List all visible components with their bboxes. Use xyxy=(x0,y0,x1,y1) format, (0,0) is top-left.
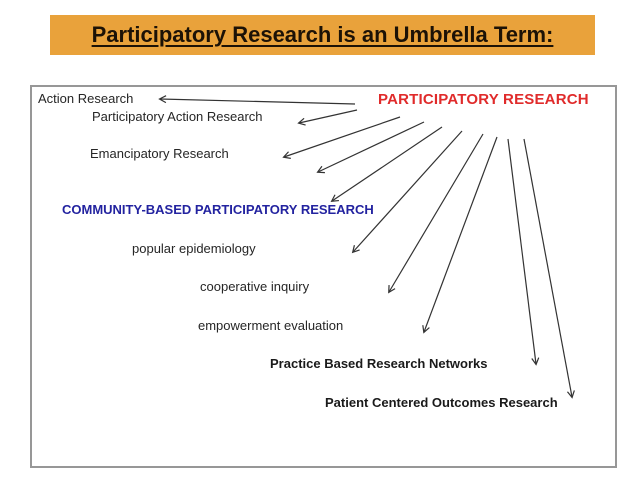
label-community-based-participatory-research: COMMUNITY-BASED PARTICIPATORY RESEARCH xyxy=(62,202,374,217)
participatory-research-heading: PARTICIPATORY RESEARCH xyxy=(378,91,589,108)
label-action-research: Action Research xyxy=(38,91,134,106)
label-popular-epidemiology: popular epidemiology xyxy=(132,241,256,256)
slide-title: Participatory Research is an Umbrella Te… xyxy=(50,15,595,55)
label-practice-based-research-networks: Practice Based Research Networks xyxy=(270,356,488,371)
label-participatory-action-research: Participatory Action Research xyxy=(92,109,263,124)
label-empowerment-evaluation: empowerment evaluation xyxy=(198,318,344,333)
label-emancipatory-research: Emancipatory Research xyxy=(90,146,229,161)
label-cooperative-inquiry: cooperative inquiry xyxy=(200,279,310,294)
label-patient-centered-outcomes-research: Patient Centered Outcomes Research xyxy=(325,395,558,410)
